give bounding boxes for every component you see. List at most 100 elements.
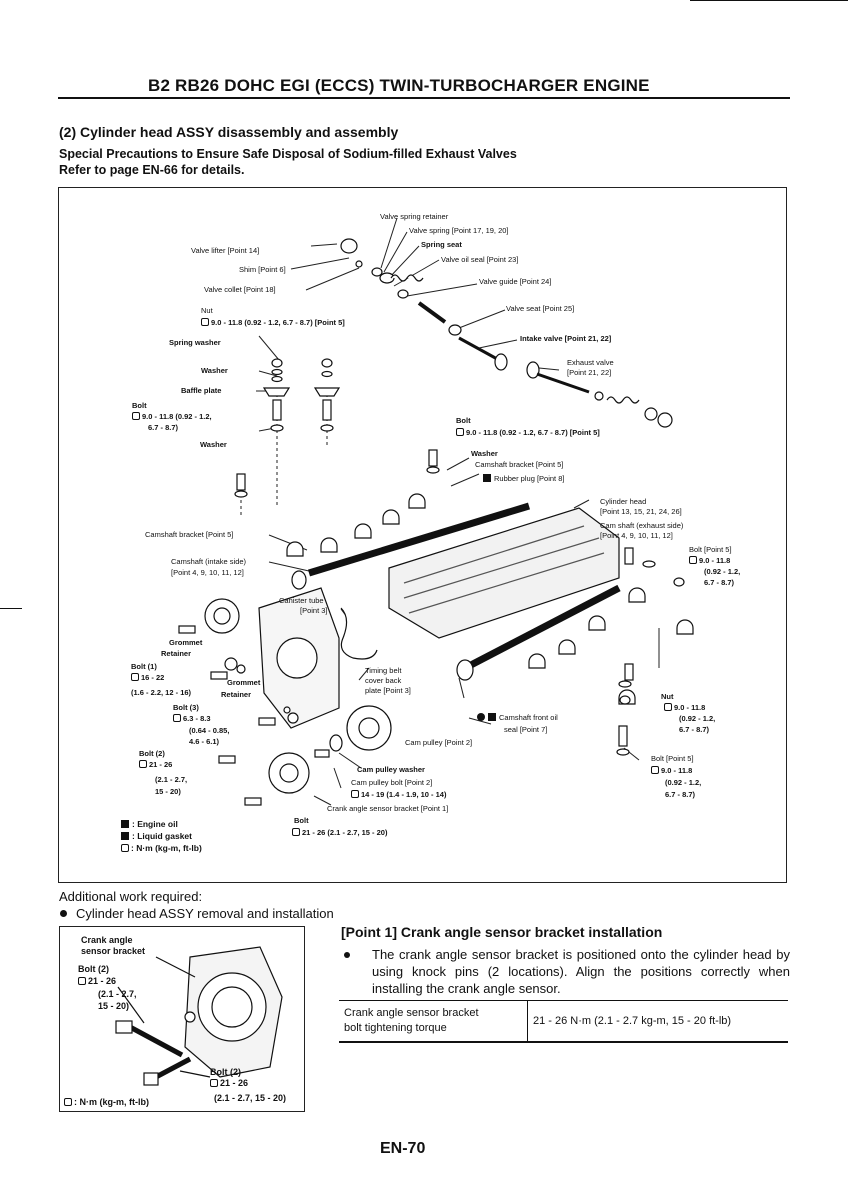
label-retainer-2: Retainer xyxy=(221,690,252,699)
torque-wrench-icon xyxy=(456,428,464,436)
nut-shape xyxy=(673,577,685,587)
leader-line xyxy=(380,217,398,269)
camshaft-bracket-shape xyxy=(588,615,606,631)
leader-line xyxy=(258,370,278,377)
label-grommet-1: Grommet xyxy=(169,638,203,647)
label-valve-oil-seal: Valve oil seal [Point 23] xyxy=(441,255,519,264)
label-bolt-left: Bolt xyxy=(132,401,147,410)
legend-torque-unit: : N·m (kg-m, ft-lb) xyxy=(121,842,202,854)
label-intake-valve: Intake valve [Point 21, 22] xyxy=(520,334,612,343)
label-grommet-2: Grommet xyxy=(227,678,261,687)
camshaft-bracket-shape xyxy=(408,493,426,509)
label-bolt-1: Bolt (1) xyxy=(131,662,157,671)
label-nut-right-torque-1-value: 9.0 - 11.8 xyxy=(674,703,706,712)
washer-shape xyxy=(271,375,283,383)
cylinder-head-shape xyxy=(388,507,620,639)
torque-spec-label-line-2: bolt tightening torque xyxy=(344,1022,447,1034)
camshaft-bracket-shape xyxy=(382,509,400,525)
label-timing-belt-cover-1: Timing belt xyxy=(365,666,402,675)
additional-work-heading: Additional work required: xyxy=(59,889,203,904)
label-nut-right-torque-2: (0.92 - 1.2, xyxy=(679,714,716,723)
label-cam-pulley-bolt-torque: 14 - 19 (1.4 - 1.9, 10 - 14) xyxy=(351,790,446,799)
label-bolt-1-torque-2: (1.6 - 2.2, 12 - 16) xyxy=(131,688,192,697)
intake-camshaft-shape xyxy=(307,502,531,577)
baffle-plate-shape xyxy=(262,387,291,397)
torque-wrench-icon xyxy=(689,556,697,564)
bolt-shape xyxy=(218,755,236,764)
washer-shape xyxy=(616,748,630,756)
corner-rule xyxy=(690,0,848,1)
liquid-gasket-icon xyxy=(488,713,496,721)
valve-lifter-shape xyxy=(657,412,673,428)
label-bolt-point5-right-torque-1-value: 9.0 - 11.8 xyxy=(699,556,731,565)
retainer-shape xyxy=(236,664,246,674)
label-camshaft-bracket-top: Camshaft bracket [Point 5] xyxy=(475,460,564,469)
leader-line xyxy=(338,752,362,769)
label-camshaft-front-oil-seal-1: Camshaft front oil xyxy=(477,713,558,722)
label-nut-torque: 9.0 - 11.8 (0.92 - 1.2, 6.7 - 8.7) [Poin… xyxy=(201,318,345,327)
section-heading: (2) Cylinder head ASSY disassembly and a… xyxy=(59,124,399,140)
valve-lifter-shape xyxy=(340,238,358,254)
label-bolt-1-torque-1-value: 16 - 22 xyxy=(141,673,165,682)
figure-legend: : Engine oil : Liquid gasket : N·m (kg-m… xyxy=(121,818,202,854)
leader-line xyxy=(258,335,280,361)
label-camshaft-intake-2: [Point 4, 9, 10, 11, 12] xyxy=(171,568,244,577)
grommet-shape xyxy=(287,712,299,724)
washer-shape xyxy=(426,466,440,474)
bolt-shape xyxy=(624,547,634,565)
label-exhaust-valve-1: Exhaust valve xyxy=(567,358,614,367)
valve-spring-shape xyxy=(390,274,424,282)
label-valve-spring-retainer: Valve spring retainer xyxy=(380,212,449,221)
washer-shape xyxy=(320,424,334,432)
washer-shape xyxy=(618,680,632,688)
legend-liquid-gasket: : Liquid gasket xyxy=(121,830,202,842)
label-cam-shaft-exhaust-1: Cam shaft (exhaust side) xyxy=(600,521,684,530)
small-label-crank-angle-1: Crank angle xyxy=(81,935,133,945)
label-bolt-3-torque-2: (0.64 - 0.85, xyxy=(189,726,230,735)
torque-wrench-icon xyxy=(173,714,181,722)
camshaft-bracket-shape xyxy=(320,537,338,553)
small-label-bolt-b: Bolt (2) xyxy=(210,1067,241,1077)
torque-wrench-icon xyxy=(651,766,659,774)
precaution-line-1: Special Precautions to Ensure Safe Dispo… xyxy=(59,147,517,161)
label-nut-right: Nut xyxy=(661,692,674,701)
bolt-b-shape xyxy=(154,1056,192,1080)
canister-tube-shape xyxy=(340,607,378,660)
label-bolt-2-torque-3: 15 - 20) xyxy=(155,787,181,796)
leader-line xyxy=(406,283,478,297)
leader-line xyxy=(179,1070,211,1078)
valve-guide-shape xyxy=(417,301,447,324)
label-camshaft-front-oil-seal-1-text: Camshaft front oil xyxy=(499,713,558,722)
label-rubber-plug: Rubber plug [Point 8] xyxy=(483,474,564,483)
label-bolt-bottom-torque-value: 21 - 26 (2.1 - 2.7, 15 - 20) xyxy=(302,828,388,837)
baffle-plate-shape xyxy=(313,387,341,397)
label-rubber-plug-text: Rubber plug [Point 8] xyxy=(494,474,565,483)
label-timing-belt-cover-2: cover back xyxy=(365,676,402,685)
small-label-crank-angle-2: sensor bracket xyxy=(81,946,146,956)
label-cam-pulley-bolt: Cam pulley bolt [Point 2] xyxy=(351,778,433,787)
point1-heading: [Point 1] Crank angle sensor bracket ins… xyxy=(341,924,663,940)
label-bolt-mid-torque: 9.0 - 11.8 (0.92 - 1.2, 6.7 - 8.7) [Poin… xyxy=(456,428,600,437)
camshaft-bracket-shape xyxy=(628,587,646,603)
mounting-hole xyxy=(184,1011,196,1023)
liquid-gasket-icon xyxy=(121,832,129,840)
small-label-bolt-b-torque-1: 21 - 26 xyxy=(210,1078,248,1089)
precaution-line-2: Refer to page EN-66 for details. xyxy=(59,163,245,177)
leader-line xyxy=(313,795,332,806)
bolt-shape xyxy=(428,449,438,467)
label-cylinder-head-1: Cylinder head xyxy=(600,497,647,506)
label-nut-torque-value: 9.0 - 11.8 (0.92 - 1.2, 6.7 - 8.7) [Poin… xyxy=(211,318,345,327)
label-cam-pulley-washer: Cam pulley washer xyxy=(357,765,425,774)
label-nut: Nut xyxy=(201,306,213,315)
label-valve-seat: Valve seat [Point 25] xyxy=(506,304,575,313)
torque-wrench-icon xyxy=(351,790,359,798)
label-bolt-3-torque-1: 6.3 - 8.3 xyxy=(173,714,211,723)
header-rule xyxy=(58,97,790,99)
torque-wrench-icon xyxy=(64,1098,72,1106)
exploded-view-drawing xyxy=(178,217,694,806)
label-cylinder-head-2: [Point 13, 15, 21, 24, 26] xyxy=(600,507,682,516)
nut-shape xyxy=(619,695,631,705)
bolt-b-head xyxy=(143,1072,159,1086)
label-bolt-2-torque-2: (2.1 - 2.7, xyxy=(155,775,188,784)
nut-shape xyxy=(321,358,333,368)
